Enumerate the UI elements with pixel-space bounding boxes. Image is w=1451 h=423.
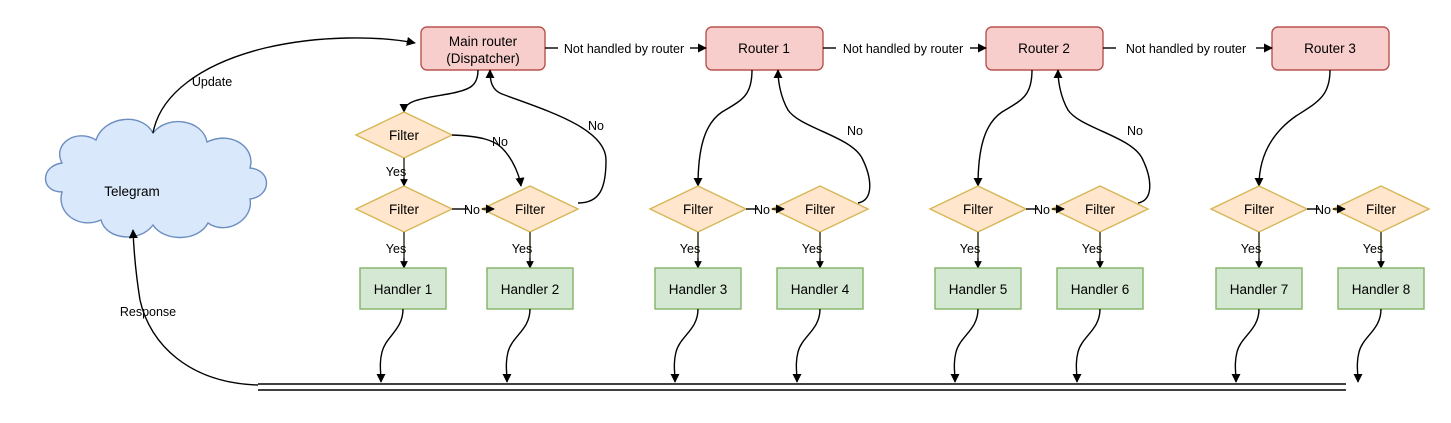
router-3-label: Router 3 [1304,41,1356,56]
edge-label-no-r1-return: No [847,124,863,138]
handler-7-label: Handler 7 [1230,282,1289,297]
edge-label-yes-9: Yes [1363,242,1383,256]
handler-4[interactable]: Handler 4 [776,267,864,310]
handler-3[interactable]: Handler 3 [654,267,742,310]
edge-label-no-main-return: No [588,119,604,133]
edge-r2-to-filter5 [973,69,1033,187]
handler-6[interactable]: Handler 6 [1056,267,1144,310]
edge-handler7-to-bus [1231,308,1260,383]
handler-1-label: Handler 1 [374,282,433,297]
edge-label-not-handled-1: Not handled by router [564,42,684,56]
edge-label-not-handled-3: Not handled by router [1126,42,1246,56]
edge-handler1-to-bus [376,308,404,383]
handler-5[interactable]: Handler 5 [934,267,1022,310]
edge-label-no-r1-mid: No [754,203,770,217]
edge-handler4-to-bus [792,308,821,383]
handler-4-label: Handler 4 [791,282,850,297]
handler-7[interactable]: Handler 7 [1215,267,1303,310]
edge-response [128,229,259,386]
edge-main-to-filter0 [399,69,479,113]
router-main-label-line1: Main router [449,34,518,49]
edge-filter2-to-main [485,69,607,204]
edge-handler5-to-bus [950,308,979,383]
filter-4-label: Filter [805,202,836,217]
edge-label-yes-8: Yes [1241,242,1261,256]
handler-1[interactable]: Handler 1 [359,267,447,310]
filter-6-label: Filter [1085,202,1116,217]
edge-label-no-main-top: No [492,135,508,149]
edge-label-yes-3: Yes [512,242,532,256]
filter-7-label: Filter [1244,202,1275,217]
edge-handler2-to-bus [502,308,531,383]
router-2[interactable]: Router 2 [985,26,1104,71]
edge-handler3-to-bus [670,308,699,383]
edge-label-yes-6: Yes [960,242,980,256]
filter-7[interactable]: Filter [1209,185,1309,233]
handler-8-label: Handler 8 [1352,282,1411,297]
filter-8[interactable]: Filter [1331,185,1431,233]
edge-label-yes-7: Yes [1082,242,1102,256]
filter-3-label: Filter [683,202,714,217]
filter-8-label: Filter [1366,202,1397,217]
filter-1[interactable]: Filter [354,185,454,233]
handler-5-label: Handler 5 [949,282,1008,297]
router-main[interactable]: Main router (Dispatcher) [420,26,546,71]
edge-label-update: Update [192,75,232,89]
handler-3-label: Handler 3 [669,282,728,297]
router-1-label: Router 1 [738,41,790,56]
filter-0[interactable]: Filter [354,111,454,159]
router-2-label: Router 2 [1018,41,1070,56]
filter-2[interactable]: Filter [480,185,580,233]
edge-label-yes-5: Yes [802,242,822,256]
router-main-label-line2: (Dispatcher) [446,51,520,66]
edge-filter6-to-r2 [1053,69,1151,204]
edge-label-response: Response [120,305,176,319]
edge-update [152,36,416,134]
handler-2-label: Handler 2 [501,282,560,297]
filter-2-label: Filter [515,202,546,217]
filter-0-label: Filter [389,128,420,143]
handler-8[interactable]: Handler 8 [1337,267,1425,310]
filter-6[interactable]: Filter [1050,185,1150,233]
edge-label-no-r2-mid: No [1034,203,1050,217]
edge-label-not-handled-2: Not handled by router [843,42,963,56]
filter-5-label: Filter [963,202,994,217]
filter-5[interactable]: Filter [928,185,1028,233]
router-3[interactable]: Router 3 [1271,26,1390,71]
handler-6-label: Handler 6 [1071,282,1130,297]
edge-handler8-to-bus [1353,308,1382,383]
edge-label-yes-1: Yes [386,165,406,179]
edge-filter4-to-r1 [773,69,871,204]
telegram-label: Telegram [104,184,160,199]
filter-1-label: Filter [389,202,420,217]
telegram-cloud: Telegram [45,118,267,239]
edge-handler6-to-bus [1072,308,1101,383]
edge-label-no-r3-mid: No [1315,203,1331,217]
edge-r1-to-filter3 [693,69,753,187]
edge-filter0-no [451,134,525,187]
filter-3[interactable]: Filter [648,185,748,233]
edge-label-no-r2-return: No [1127,124,1143,138]
edge-r3-to-filter7 [1254,69,1331,187]
handler-2[interactable]: Handler 2 [486,267,574,310]
edge-label-yes-2: Yes [386,242,406,256]
edge-label-no-main-mid: No [464,203,480,217]
edge-label-yes-4: Yes [680,242,700,256]
router-1[interactable]: Router 1 [705,26,824,71]
filter-4[interactable]: Filter [770,185,870,233]
